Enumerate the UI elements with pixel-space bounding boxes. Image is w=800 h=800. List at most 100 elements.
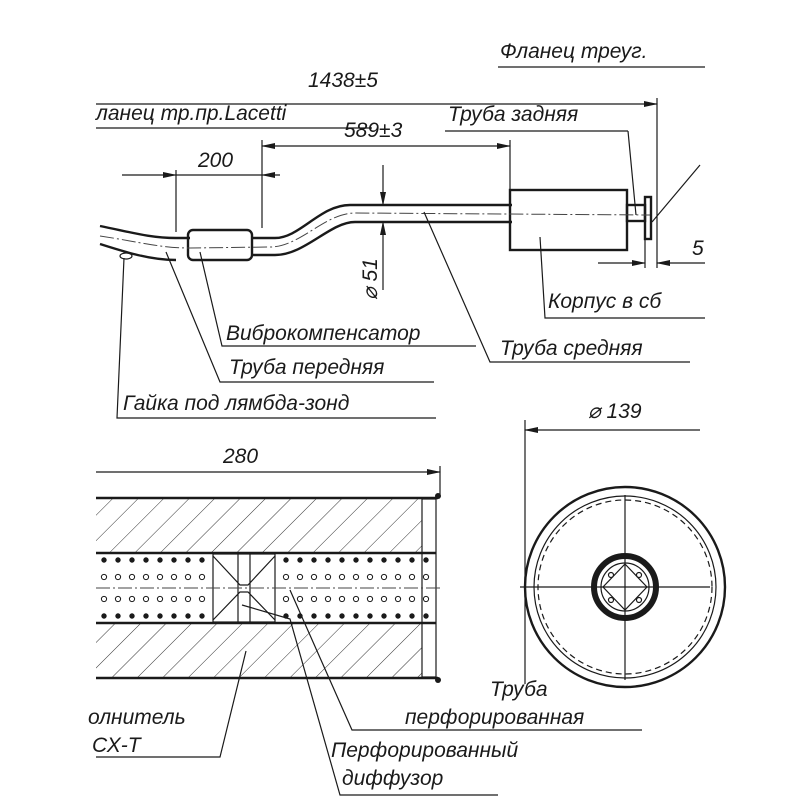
perforation-hole — [170, 573, 178, 581]
perforation-hole — [198, 595, 206, 603]
perforation-hole — [128, 573, 136, 581]
perforation-hole — [394, 573, 402, 581]
muffler-end-view — [520, 420, 727, 689]
leader-line — [116, 257, 436, 419]
perforation-hole — [101, 557, 107, 563]
perforation-hole — [170, 595, 178, 603]
perforation-hole — [143, 557, 149, 563]
perforation-hole — [422, 595, 430, 603]
perforation-hole — [325, 613, 331, 619]
perforation-hole — [408, 595, 416, 603]
perforation-hole — [156, 595, 164, 603]
perforation-hole — [282, 573, 290, 581]
perforation-hole — [185, 557, 191, 563]
label-vibro-compensator: Виброкомпенсатор — [226, 322, 420, 345]
perforation-hole — [156, 573, 164, 581]
perforation-hole — [198, 573, 206, 581]
perforation-hole — [353, 557, 359, 563]
perforation-hole — [184, 573, 192, 581]
perforation-hole — [324, 573, 332, 581]
perforation-hole — [296, 595, 304, 603]
perforation-hole — [297, 557, 303, 563]
perforation-hole — [101, 613, 107, 619]
perforation-hole — [367, 613, 373, 619]
muffler-body — [508, 188, 629, 252]
perforation-hole — [366, 573, 374, 581]
perforation-hole — [142, 573, 150, 581]
perforation-hole — [339, 613, 345, 619]
label-middle-pipe: Труба средняя — [500, 337, 643, 360]
label-diffuser-1: Перфорированный — [331, 739, 518, 762]
perforation-hole — [324, 595, 332, 603]
perforation-hole — [114, 573, 122, 581]
perforation-hole — [310, 573, 318, 581]
label-lambda-nut: Гайка под лямбда-зонд — [123, 392, 349, 415]
perforation-hole — [157, 613, 163, 619]
leader-line — [289, 589, 642, 731]
perforation-hole — [423, 613, 429, 619]
perforation-hole — [311, 613, 317, 619]
perforation-hole — [352, 595, 360, 603]
dim-body-diameter: ⌀ 139 — [588, 400, 642, 423]
leader-line — [539, 236, 705, 319]
dim-total-length: 1438±5 — [308, 69, 378, 92]
leader-line — [241, 604, 498, 796]
leader-line — [96, 650, 247, 758]
perforation-hole — [380, 573, 388, 581]
perforation-hole — [408, 573, 416, 581]
perforation-hole — [311, 557, 317, 563]
leader-line — [627, 130, 637, 216]
perforation-hole — [409, 613, 415, 619]
vibro-compensator — [186, 228, 254, 262]
perforation-hole — [395, 557, 401, 563]
perforation-hole — [171, 557, 177, 563]
perforation-hole — [282, 595, 290, 603]
lambda-nut — [119, 252, 133, 260]
perforation-holes — [100, 557, 430, 619]
label-perforated-pipe-1: Труба — [490, 678, 548, 701]
perforation-hole — [128, 595, 136, 603]
perforation-hole — [129, 613, 135, 619]
perforation-hole — [310, 595, 318, 603]
perforation-hole — [325, 557, 331, 563]
perforation-hole — [129, 557, 135, 563]
perforation-hole — [339, 557, 345, 563]
perforation-hole — [283, 557, 289, 563]
perforation-hole — [199, 557, 205, 563]
perforation-hole — [394, 595, 402, 603]
filler-hatch — [96, 623, 422, 677]
perforation-hole — [381, 557, 387, 563]
leader-line — [423, 211, 690, 363]
label-perforated-pipe-2: перфорированная — [405, 706, 584, 729]
perforation-hole — [114, 595, 122, 603]
muffler-section — [96, 493, 441, 683]
dim-vibro-offset: 200 — [197, 149, 233, 172]
exhaust-pipe-assembly — [99, 188, 653, 262]
label-flange-lacetti: ланец тр.пр.Lacetti — [95, 102, 288, 125]
perforation-hole — [422, 573, 430, 581]
perforation-hole — [296, 573, 304, 581]
perforation-hole — [381, 613, 387, 619]
label-rear-pipe: Труба задняя — [448, 103, 578, 126]
label-body-assembly: Корпус в сб — [548, 290, 662, 313]
flange — [643, 195, 653, 241]
perforation-hole — [353, 613, 359, 619]
dim-mid-length: 589±3 — [344, 119, 403, 142]
perforation-hole — [142, 595, 150, 603]
label-flange-triangle: Фланец треуг. — [500, 40, 647, 63]
dim-body-length: 280 — [222, 445, 258, 468]
leader-line — [651, 164, 701, 223]
perforation-hole — [199, 613, 205, 619]
label-diffuser-2: диффузор — [342, 767, 443, 790]
perforation-hole — [184, 595, 192, 603]
label-filler-2: СХ-Т — [92, 734, 143, 757]
leader-line — [165, 251, 434, 383]
perforation-hole — [100, 573, 108, 581]
perforation-hole — [352, 573, 360, 581]
dim-pipe-diameter: ⌀ 51 — [359, 258, 382, 300]
perforation-hole — [338, 573, 346, 581]
label-filler-1: олнитель — [88, 706, 186, 729]
perforation-hole — [380, 595, 388, 603]
perforation-hole — [367, 557, 373, 563]
